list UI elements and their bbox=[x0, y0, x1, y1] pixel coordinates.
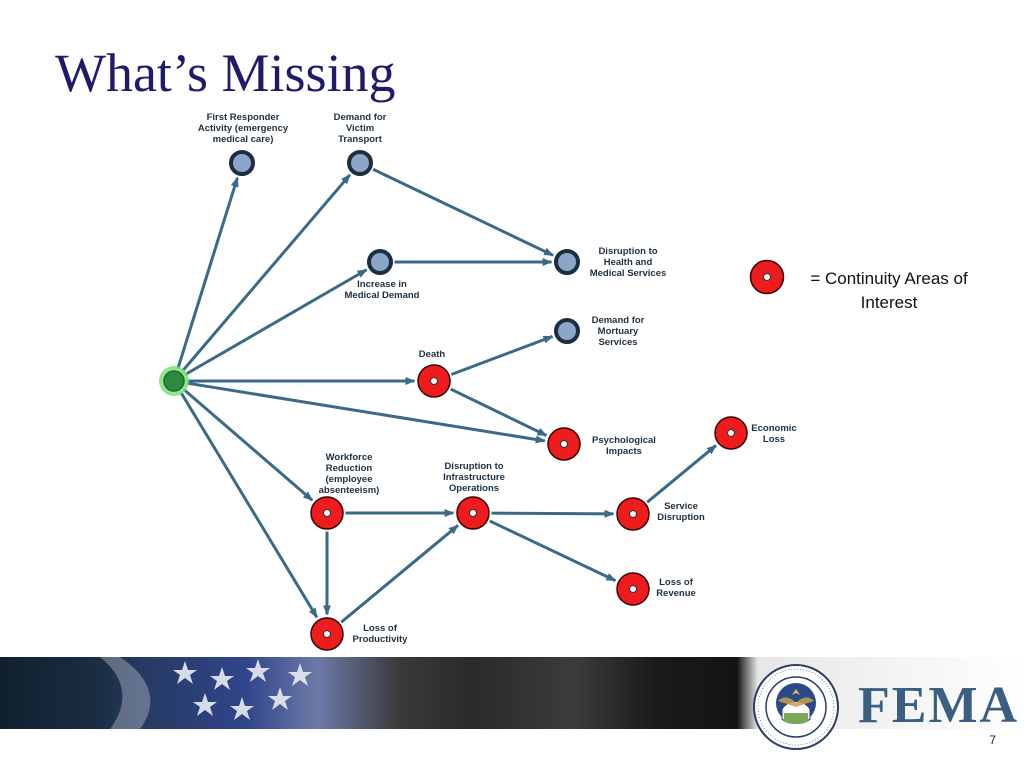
node-death bbox=[417, 364, 451, 398]
edge-infrastructure-to-service bbox=[491, 509, 615, 518]
node-workforce-reduction-label: Workforce Reduction (employee absenteeis… bbox=[318, 452, 380, 496]
edge-source-to-productivity bbox=[179, 391, 319, 619]
node-increase-in-medical-demand-label: Increase in Medical Demand bbox=[344, 279, 420, 301]
node-demand-for-victim-transport-label: Demand for Victim Transport bbox=[333, 112, 387, 145]
slide-title: What’s Missing bbox=[55, 43, 396, 103]
edge-source-to-first_responder bbox=[176, 176, 239, 370]
node-disruption-infrastructure-operations-label: Disruption to Infrastructure Operations bbox=[443, 461, 505, 494]
dhs-seal-logo bbox=[753, 664, 839, 750]
node-workforce-reduction bbox=[310, 496, 344, 530]
edge-infrastructure-to-revenue bbox=[489, 519, 617, 582]
node-demand-for-victim-transport bbox=[347, 150, 373, 176]
node-disruption-infrastructure-operations bbox=[456, 496, 490, 530]
footer-strip bbox=[0, 729, 1024, 768]
flag-stars bbox=[100, 657, 312, 729]
node-first-responder-activity bbox=[229, 150, 255, 176]
edge-death-to-mortuary bbox=[450, 335, 554, 376]
legend-text: = Continuity Areas of Interest bbox=[810, 269, 968, 312]
edge-layer bbox=[176, 167, 717, 624]
edge-victim_transport-to-disruption_health bbox=[372, 167, 554, 257]
node-psychological-impacts-label: Psychological Impacts bbox=[592, 435, 656, 457]
footer: FEMA bbox=[0, 657, 1024, 768]
node-service-disruption-label: Service Disruption bbox=[657, 501, 705, 523]
node-service-disruption bbox=[616, 497, 650, 531]
edge-service-to-economic bbox=[646, 444, 717, 504]
node-disruption-health-medical-label: Disruption to Health and Medical Service… bbox=[589, 246, 667, 279]
edge-death-to-psych bbox=[449, 387, 548, 437]
edge-source-to-workforce bbox=[182, 388, 314, 502]
edge-source-to-psych bbox=[186, 381, 546, 444]
node-loss-of-revenue-label: Loss of Revenue bbox=[656, 577, 696, 599]
node-death-label: Death bbox=[418, 349, 446, 360]
edge-source-to-increase_medical bbox=[184, 268, 368, 376]
node-first-responder-activity-label: First Responder Activity (emergency medi… bbox=[197, 112, 289, 145]
node-demand-for-mortuary-services bbox=[554, 318, 580, 344]
node-layer bbox=[159, 150, 748, 651]
node-disruption-health-medical bbox=[554, 249, 580, 275]
node-psychological-impacts bbox=[547, 427, 581, 461]
node-loss-of-productivity bbox=[310, 617, 344, 651]
node-demand-for-mortuary-services-label: Demand for Mortuary Services bbox=[591, 315, 645, 348]
source-node bbox=[159, 366, 189, 396]
legend-red-node-icon bbox=[749, 259, 785, 295]
node-economic-loss-label: Economic Loss bbox=[751, 423, 797, 445]
node-loss-of-revenue bbox=[616, 572, 650, 606]
node-loss-of-productivity-label: Loss of Productivity bbox=[352, 623, 408, 645]
fema-wordmark: FEMA bbox=[858, 677, 1020, 734]
edge-source-to-victim_transport bbox=[181, 173, 352, 373]
flow-diagram bbox=[159, 150, 748, 651]
flag-banner bbox=[0, 657, 1024, 729]
page-number: 7 bbox=[989, 733, 996, 747]
node-economic-loss bbox=[714, 416, 748, 450]
edge-productivity-to-infrastructure bbox=[340, 524, 459, 624]
node-increase-in-medical-demand bbox=[367, 249, 393, 275]
